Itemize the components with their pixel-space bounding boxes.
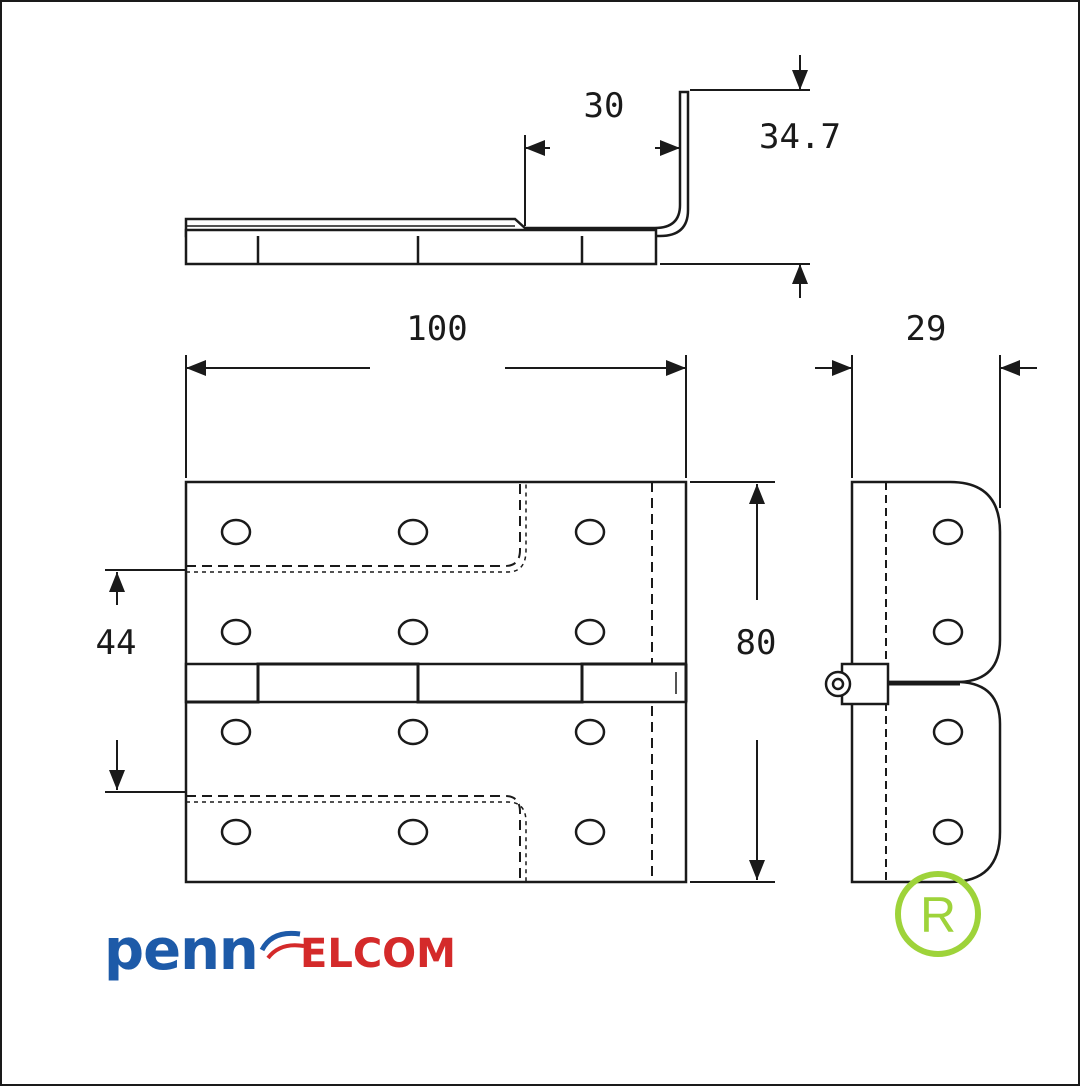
front-plate-view	[184, 480, 688, 884]
hole	[932, 818, 964, 846]
end-holes	[932, 518, 964, 846]
side-profile-view	[184, 90, 690, 266]
dimension-100	[185, 355, 687, 478]
dimension-30	[524, 135, 680, 226]
front-holes	[220, 518, 606, 846]
hole	[220, 818, 252, 846]
hole	[397, 618, 429, 646]
hole	[932, 518, 964, 546]
dimension-label-30: 30	[584, 86, 625, 126]
end-profile-view	[824, 480, 1002, 884]
logo-elcom-text: ELCOM	[300, 931, 456, 977]
dimension-label-100: 100	[406, 309, 467, 349]
hole	[932, 718, 964, 746]
hole	[932, 618, 964, 646]
dimension-label-34-7: 34.7	[759, 117, 841, 157]
dimension-label-29: 29	[906, 309, 947, 349]
dimension-44	[105, 569, 186, 793]
hole	[397, 718, 429, 746]
hole	[220, 618, 252, 646]
registered-trademark-icon: R	[895, 871, 981, 957]
registered-symbol: R	[920, 887, 956, 943]
hole	[574, 618, 606, 646]
hole	[397, 518, 429, 546]
dimension-label-80: 80	[736, 623, 777, 663]
hole	[397, 818, 429, 846]
hole	[574, 718, 606, 746]
dimension-34-7	[660, 55, 810, 298]
dimension-29	[815, 355, 1037, 508]
hole	[574, 518, 606, 546]
hole	[220, 718, 252, 746]
dimension-80	[690, 481, 775, 883]
hole	[574, 818, 606, 846]
hole	[220, 518, 252, 546]
dimension-label-44: 44	[96, 623, 137, 663]
penn-elcom-swoosh-icon	[259, 930, 305, 960]
logo-penn-text: penn	[104, 918, 259, 983]
